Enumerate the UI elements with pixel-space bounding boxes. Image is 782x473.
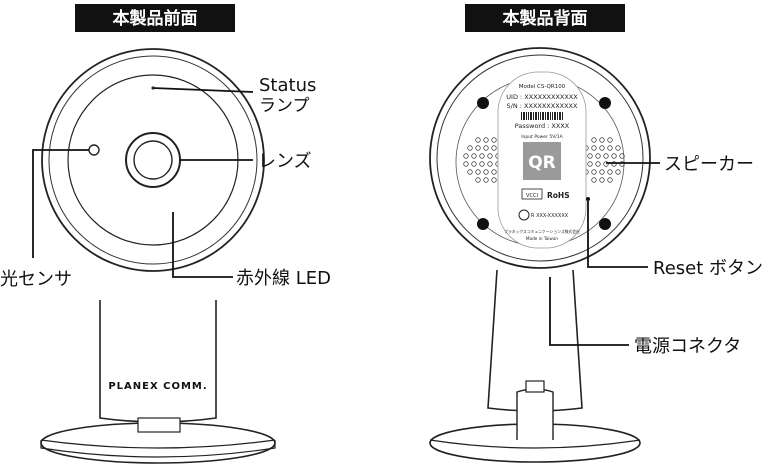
back-title: 本製品背面 <box>503 8 588 29</box>
light-sensor-icon <box>88 144 100 156</box>
screw-icon <box>599 218 611 230</box>
power-connector-icon <box>516 388 554 440</box>
power-connector-label: 電源コネクタ <box>634 336 741 357</box>
status-label-line1: Status <box>259 75 316 96</box>
lens-label: レンズ <box>258 151 312 172</box>
sticker-model: Model CS-QR100 <box>519 84 566 90</box>
front-stand <box>99 300 217 423</box>
status-label-line2: ランプ <box>259 96 310 116</box>
front-title-badge <box>75 4 235 32</box>
back-view: 本製品背面 <box>429 4 763 463</box>
qr-code-icon <box>523 142 561 180</box>
sticker-sn: S/N : XXXXXXXXXXXX <box>507 102 578 110</box>
sticker-made-in: Made in Taiwan <box>526 236 558 241</box>
screw-icon <box>477 97 489 109</box>
back-title-badge <box>465 4 625 32</box>
speaker-label: スピーカー <box>664 154 754 175</box>
front-view: 本製品前面 PLANEX COMM. Status ランプ レンズ 光センサ 赤… <box>0 4 331 464</box>
sticker-input-power: Input Power 5V/1A <box>521 134 563 140</box>
reset-label: Reset ボタン <box>653 258 763 279</box>
light-sensor-label: 光センサ <box>0 269 72 290</box>
screw-icon <box>477 218 489 230</box>
screw-icon <box>599 97 611 109</box>
brand-logo: PLANEX COMM. <box>108 381 207 392</box>
ir-led-label: 赤外線 LED <box>236 268 331 289</box>
vcci-text: VCCI <box>526 193 538 199</box>
reset-button-icon <box>586 197 590 201</box>
sticker-maker: プラネックスコミュニケーションズ株式会社 <box>504 229 580 234</box>
rohs-text: RoHS <box>547 191 570 200</box>
barcode-icon <box>521 112 563 120</box>
vcci-icon <box>521 188 543 200</box>
sticker-cert: R XXX-XXXXXX <box>531 213 569 219</box>
sticker-uid: UID : XXXXXXXXXXXX <box>506 93 578 101</box>
front-title: 本製品前面 <box>113 8 198 29</box>
certification-mark-icon <box>518 209 530 221</box>
sticker-password: Password : XXXX <box>515 122 570 130</box>
qr-text: QR <box>528 153 556 173</box>
